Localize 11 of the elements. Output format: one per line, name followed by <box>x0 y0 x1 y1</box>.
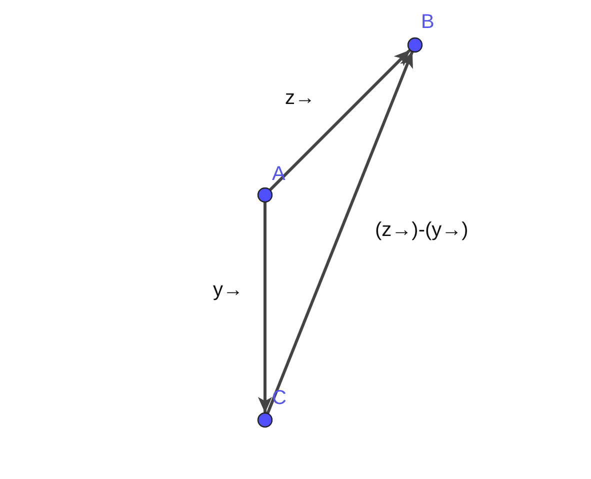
edge-label: (z→)-(y→) <box>375 220 468 240</box>
edge-label: y→ <box>213 280 243 300</box>
vector-arrow <box>266 50 414 414</box>
point-label: A <box>272 164 286 184</box>
point-marker <box>257 187 273 203</box>
point-label: B <box>421 12 434 32</box>
vector-arrow <box>268 48 412 192</box>
point-marker <box>257 412 273 428</box>
vector-arrow <box>258 202 272 413</box>
edge-label: z→ <box>285 88 315 108</box>
point-marker <box>407 37 423 53</box>
